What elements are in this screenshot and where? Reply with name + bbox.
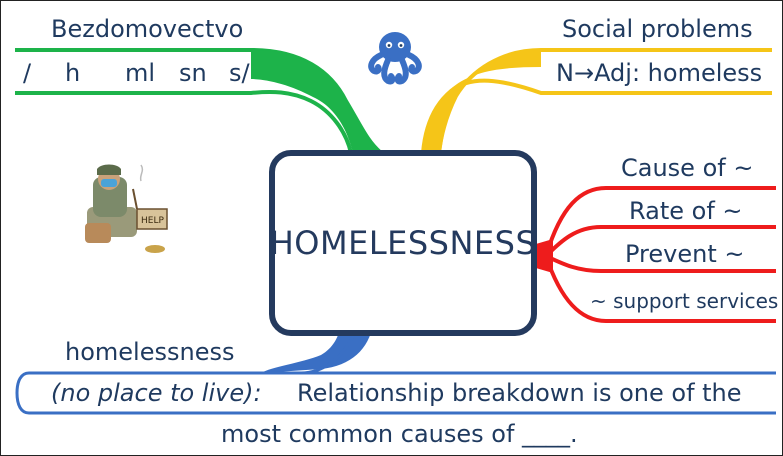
collocation-rate-of: Rate of ~ <box>629 197 743 225</box>
svg-text:HELP: HELP <box>141 216 164 226</box>
yellow-branch-fill <box>423 50 541 153</box>
central-topic-title: HOMELESSNESS <box>269 224 537 262</box>
homeless-person-clipart: HELP <box>85 164 168 253</box>
pronunciation-segment-h: h <box>65 59 81 87</box>
derivation-label: N→Adj: homeless <box>556 59 763 87</box>
collocation-support-services: ~ support services <box>590 289 779 313</box>
pronunciation-segment-ml: ml <box>125 59 156 87</box>
translation-label: Bezdomovectvo <box>51 15 244 43</box>
collocation-cause-of: Cause of ~ <box>621 154 754 182</box>
pronunciation-slash-open: / <box>23 59 32 87</box>
category-label: Social problems <box>562 15 753 43</box>
headword-label: homelessness <box>65 338 235 366</box>
example-sentence-line2: most common causes of ____. <box>221 420 578 448</box>
blue-bracket <box>15 371 776 415</box>
example-sentence-line1: Relationship breakdown is one of the <box>297 379 742 407</box>
pronunciation-segment-s: s/ <box>229 59 250 87</box>
pronunciation-segment-sn: sn <box>179 59 207 87</box>
definition-label: (no place to live): <box>51 379 262 407</box>
blue-branch-fill <box>261 324 373 373</box>
collocation-prevent: Prevent ~ <box>625 240 745 268</box>
central-topic: HOMELESSNESS <box>269 150 537 336</box>
green-branch-fill <box>251 50 381 153</box>
octopus-icon <box>368 32 422 85</box>
